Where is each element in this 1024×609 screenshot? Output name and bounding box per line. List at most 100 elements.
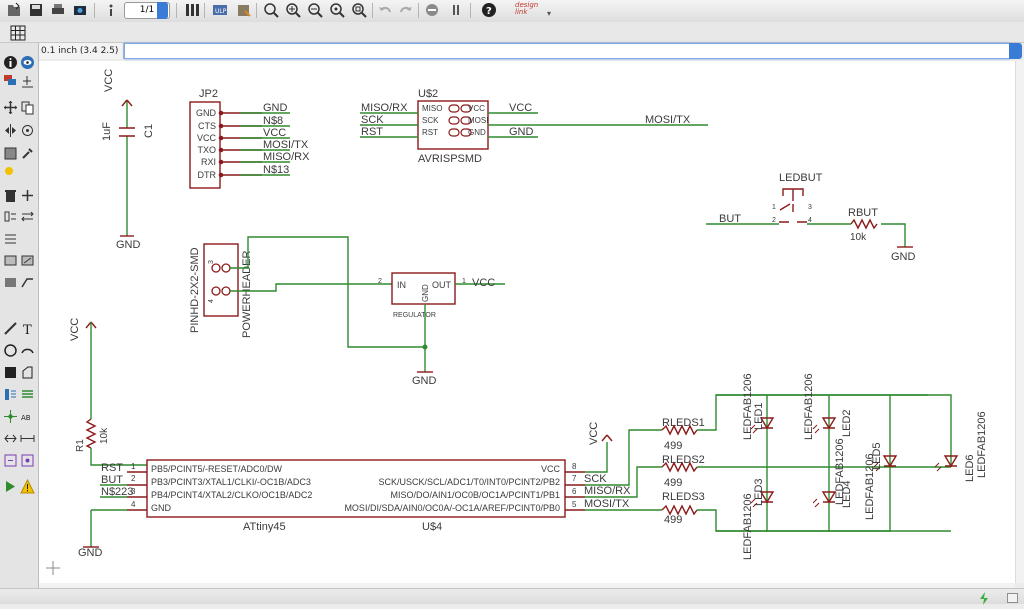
pin-label: SCK/USCK/SCL/ADC1/T0/INT0/PCINT2/PB2 bbox=[378, 477, 560, 487]
mirror-tool-icon[interactable] bbox=[3, 123, 18, 138]
pin-label: PB3/PCINT3/XTAL1/CLKI/-OC1B/ADC3 bbox=[151, 477, 311, 487]
name-tool-icon[interactable] bbox=[3, 253, 18, 268]
horizontal-scrollbar[interactable] bbox=[39, 583, 1015, 588]
net-label: SCK bbox=[584, 473, 607, 485]
svg-text:?: ? bbox=[486, 6, 492, 17]
display-layers-icon[interactable] bbox=[3, 74, 18, 89]
capacitor-c1[interactable]: VCC 1uF C1 GND bbox=[101, 69, 155, 251]
script-icon[interactable] bbox=[236, 2, 252, 18]
pause-icon[interactable] bbox=[447, 2, 463, 18]
circle-tool-icon[interactable] bbox=[3, 343, 18, 358]
resistor-r1[interactable]: VCC R1 10k bbox=[69, 318, 147, 466]
zoom-area-icon[interactable] bbox=[351, 2, 367, 18]
polygon-tool-icon[interactable] bbox=[20, 365, 35, 380]
pin-number: 3 bbox=[131, 487, 136, 496]
zoom-fit-icon[interactable] bbox=[263, 2, 279, 18]
stop-icon[interactable] bbox=[424, 2, 440, 18]
pin-label: RXI bbox=[201, 157, 216, 167]
pin-number: 4 bbox=[131, 500, 136, 509]
pin-number: 1 bbox=[131, 462, 136, 471]
ulp-icon[interactable]: ULP bbox=[212, 2, 228, 18]
warning-icon[interactable] bbox=[20, 479, 35, 494]
command-history-button[interactable] bbox=[1009, 43, 1022, 59]
undo-icon[interactable] bbox=[377, 2, 393, 18]
open-icon[interactable] bbox=[6, 2, 22, 18]
change-tool-icon[interactable] bbox=[20, 146, 35, 161]
design-link-logo[interactable]: design link bbox=[515, 1, 539, 16]
delete-tool-icon[interactable] bbox=[3, 188, 18, 203]
supply-label: VCC bbox=[69, 318, 81, 341]
rotate-tool-icon[interactable] bbox=[20, 123, 35, 138]
erc-tool-icon[interactable] bbox=[3, 453, 18, 468]
cam-icon[interactable] bbox=[72, 2, 88, 18]
vertical-scrollbar[interactable] bbox=[1015, 61, 1024, 583]
info-tool-icon[interactable] bbox=[3, 55, 18, 70]
chevron-down-icon[interactable]: ▾ bbox=[547, 9, 552, 18]
value-tool-icon[interactable] bbox=[20, 253, 35, 268]
grid-icon[interactable] bbox=[10, 25, 26, 41]
resistor-name: RLEDS2 bbox=[662, 454, 705, 466]
layer-bars-icon[interactable] bbox=[184, 2, 200, 18]
wire-tool-icon[interactable] bbox=[3, 321, 18, 336]
led-value: LEDFAB1206 bbox=[742, 373, 754, 440]
group-tool-icon[interactable] bbox=[3, 146, 18, 161]
pin-label: GND bbox=[151, 503, 172, 513]
net-label: MOSI/TX bbox=[263, 139, 309, 151]
zoom-select-icon[interactable] bbox=[329, 2, 345, 18]
resistor-rbut[interactable]: RBUT 10k GND bbox=[848, 207, 916, 263]
led-array[interactable]: LEDFAB1206 LED1 LEDFAB1206 LED2 LEDFAB12… bbox=[716, 373, 988, 560]
split-tool-icon[interactable] bbox=[3, 275, 18, 290]
pin-number: 2 bbox=[131, 474, 136, 483]
help-icon[interactable]: ? bbox=[481, 2, 497, 18]
main-toolbar: 1/1 ULP ? design link ▾ bbox=[0, 0, 1024, 23]
pin-number: 2 bbox=[378, 278, 382, 285]
button-ledbut[interactable]: LEDBUT 1 2 3 4 BUT bbox=[706, 172, 851, 225]
run-tool-icon[interactable] bbox=[3, 479, 18, 494]
header-jp2[interactable]: JP2 GND CTS VCC TXO RXI DTR GND N$8 VCC … bbox=[189, 88, 310, 189]
copy-tool-icon[interactable] bbox=[20, 100, 35, 115]
arc-tool-icon[interactable] bbox=[20, 343, 35, 358]
regulator-gnd: GND bbox=[421, 284, 430, 302]
mark-tool-icon[interactable] bbox=[20, 74, 35, 89]
pin-label: MISO bbox=[422, 104, 442, 113]
replace-tool-icon[interactable] bbox=[3, 231, 18, 246]
dimension-tool-icon[interactable] bbox=[20, 431, 35, 446]
schematic-canvas[interactable] bbox=[39, 61, 1015, 583]
ground-label: GND bbox=[78, 547, 103, 559]
bus-tool-icon[interactable] bbox=[3, 387, 18, 402]
resistor-value: 10k bbox=[99, 427, 110, 444]
net-label: VCC bbox=[509, 102, 532, 114]
junction-tool-icon[interactable] bbox=[3, 409, 18, 424]
save-icon[interactable] bbox=[28, 2, 44, 18]
microcontroller-attiny45[interactable]: PB5/PCINT5/-RESET/ADC0/DW PB3/PCINT3/XTA… bbox=[78, 422, 662, 559]
resistor-value: 10k bbox=[850, 232, 867, 243]
isp-header-u2[interactable]: U$2 MISO SCK RST VCC MOSI GND MISO/RX SC… bbox=[360, 88, 708, 165]
voltage-regulator[interactable]: IN OUT GND 2 1 REGULATOR VCC bbox=[378, 272, 505, 347]
paste-tool-icon[interactable] bbox=[3, 165, 18, 180]
label-tool-icon[interactable]: AB bbox=[20, 409, 35, 424]
grid-coordinate-display: 0.1 inch (3.4 2.5) bbox=[38, 43, 124, 59]
pinswap-tool-icon[interactable] bbox=[3, 209, 18, 224]
lightning-icon[interactable] bbox=[978, 590, 990, 605]
pin-label: MOSI bbox=[468, 116, 488, 125]
redo-icon[interactable] bbox=[398, 2, 414, 18]
rect-tool-icon[interactable] bbox=[3, 365, 18, 380]
add-tool-icon[interactable] bbox=[20, 188, 35, 203]
led-value: LEDFAB1206 bbox=[864, 453, 876, 520]
show-tool-icon[interactable] bbox=[20, 55, 35, 70]
page-spinner[interactable] bbox=[157, 2, 168, 19]
move-tool-icon[interactable] bbox=[3, 100, 18, 115]
chip-name: U$4 bbox=[422, 521, 442, 533]
errors-tool-icon[interactable] bbox=[20, 453, 35, 468]
gateswap-tool-icon[interactable] bbox=[20, 209, 35, 224]
attribute-tool-icon[interactable] bbox=[3, 431, 18, 446]
print-icon[interactable] bbox=[50, 2, 66, 18]
info-icon[interactable] bbox=[103, 2, 119, 18]
miter-tool-icon[interactable] bbox=[20, 275, 35, 290]
zoom-in-icon[interactable] bbox=[285, 2, 301, 18]
resistor-value: 499 bbox=[664, 440, 682, 452]
net-tool-icon[interactable] bbox=[20, 387, 35, 402]
resistor-value: 499 bbox=[664, 514, 682, 526]
text-tool-icon[interactable]: T bbox=[20, 321, 35, 336]
zoom-out-icon[interactable] bbox=[307, 2, 323, 18]
